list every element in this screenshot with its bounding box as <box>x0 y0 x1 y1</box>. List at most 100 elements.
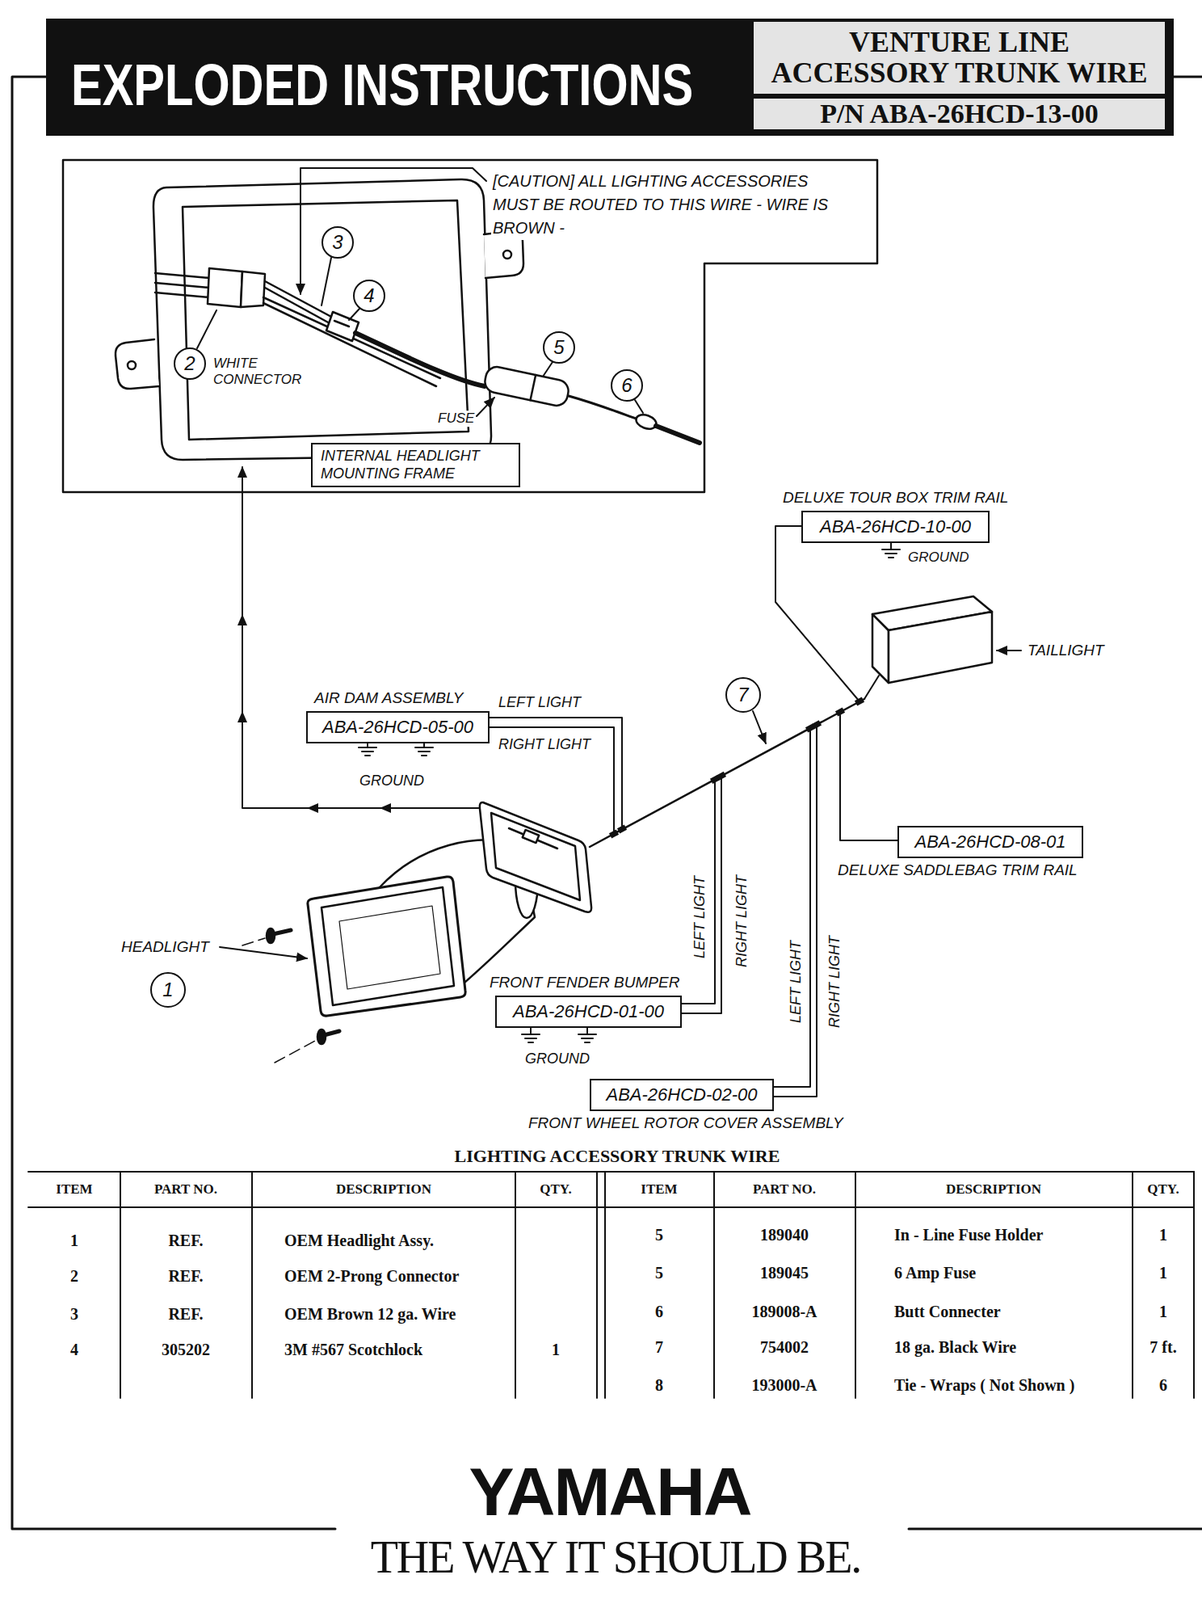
callout-circle: 5 <box>542 331 576 364</box>
callout-circle: 1 <box>150 971 186 1008</box>
callout-circle: 4 <box>353 279 386 312</box>
table-header: QTY. <box>1145 1180 1181 1198</box>
table-cell: 7 ft. <box>1147 1337 1178 1357</box>
table-cell: OEM Brown 12 ga. Wire <box>282 1304 458 1324</box>
trunk-wire <box>589 697 865 847</box>
callout-circle: 7 <box>725 676 761 713</box>
table-cell: 6 <box>1157 1375 1169 1395</box>
part-number: ABA-26HCD-01-00 <box>512 1000 665 1022</box>
part-label: TAILLIGHT <box>1025 641 1106 660</box>
table-cell: OEM Headlight Assy. <box>282 1231 436 1250</box>
ground-label: GROUND <box>357 772 426 790</box>
caution-note: [CAUTION] ALL LIGHTING ACCESSORIES MUST … <box>491 169 834 240</box>
note-box: INTERNAL HEADLIGHT MOUNTING FRAME <box>311 442 521 488</box>
parts-table <box>28 1171 1194 1398</box>
taillight <box>872 596 992 683</box>
table-cell: 5 <box>653 1263 665 1282</box>
table-cell: 1 <box>1157 1263 1169 1282</box>
table-header: PART NO. <box>152 1180 219 1198</box>
wire-label: LEFT LIGHT <box>496 693 583 711</box>
title-box: VENTURE LINE ACCESSORY TRUNK WIRE <box>752 20 1167 96</box>
part-heading: DELUXE TOUR BOX TRIM RAIL <box>781 488 1010 508</box>
table-cell: 3M #567 Scotchlock <box>282 1340 425 1359</box>
part-number-box: ABA-26HCD-02-00FRONT WHEEL ROTOR COVER A… <box>589 1078 774 1111</box>
table-header: DESCRIPTION <box>944 1180 1043 1198</box>
table-cell: In - Line Fuse Holder <box>892 1225 1045 1245</box>
page-title: EXPLODED INSTRUCTIONS <box>71 50 694 118</box>
ground-symbols <box>358 542 900 1043</box>
part-number-box: ABA-26HCD-08-01DELUXE SADDLEBAG TRIM RAI… <box>897 825 1084 858</box>
table-cell: 4 <box>68 1340 80 1359</box>
callout-circle: 6 <box>610 369 644 402</box>
callout-circle: 2 <box>173 347 206 380</box>
callout-number: 7 <box>737 685 749 705</box>
inset-frame <box>63 159 878 492</box>
table-header: DESCRIPTION <box>334 1180 433 1198</box>
wire-label: RIGHT LIGHT <box>826 933 844 1030</box>
part-label: FUSE <box>436 410 476 427</box>
table-cell: 189040 <box>758 1225 811 1245</box>
table-cell: Butt Connecter <box>892 1302 1003 1321</box>
title-box: P/N ABA-26HCD-13-00 <box>752 96 1167 131</box>
mounting-bracket <box>479 802 592 913</box>
page-frame <box>12 76 1202 1529</box>
slogan: THE WAY IT SHOULD BE. <box>369 1534 863 1580</box>
table-header: QTY. <box>537 1180 574 1198</box>
wire-label: LEFT LIGHT <box>787 938 805 1025</box>
part-number: ABA-26HCD-05-00 <box>322 716 474 738</box>
table-header: ITEM <box>638 1180 679 1198</box>
table-cell: 18 ga. Black Wire <box>892 1337 1018 1357</box>
wire-label: LEFT LIGHT <box>691 874 709 960</box>
ground-label: GROUND <box>906 549 971 566</box>
callout-number: 6 <box>621 375 632 396</box>
callout-number: 4 <box>363 285 375 306</box>
table-cell: 1 <box>68 1231 80 1250</box>
table-cell: 189045 <box>758 1263 811 1282</box>
table-cell: Tie - Wraps ( Not Shown ) <box>892 1375 1076 1395</box>
brand-logo: YAMAHA <box>467 1457 753 1526</box>
wire-label: RIGHT LIGHT <box>733 873 751 969</box>
table-cell: OEM 2-Prong Connector <box>282 1266 461 1286</box>
table-cell: 1 <box>550 1340 562 1359</box>
table-cell: 1 <box>1157 1302 1169 1321</box>
table-header: PART NO. <box>751 1180 818 1198</box>
wire-label: RIGHT LIGHT <box>496 735 593 753</box>
part-label: HEADLIGHT <box>119 937 211 956</box>
table-cell: 189008-A <box>749 1302 819 1321</box>
table-cell: 6 Amp Fuse <box>892 1263 978 1282</box>
callout-number: 1 <box>162 979 173 1000</box>
part-heading: AIR DAM ASSEMBLY <box>312 689 465 708</box>
table-cell: REF. <box>166 1266 205 1286</box>
connector-label: WHITE CONNECTOR <box>211 355 312 389</box>
part-heading: FRONT WHEEL ROTOR COVER ASSEMBLY <box>526 1113 845 1133</box>
table-header: ITEM <box>54 1180 94 1198</box>
part-heading: DELUXE SADDLEBAG TRIM RAIL <box>836 861 1080 880</box>
table-cell: 193000-A <box>749 1375 819 1395</box>
part-number-box: DELUXE TOUR BOX TRIM RAILABA-26HCD-10-00 <box>801 510 990 543</box>
box-text: INTERNAL HEADLIGHT MOUNTING FRAME <box>320 447 511 483</box>
header-band <box>46 18 1174 136</box>
part-number: ABA-26HCD-08-01 <box>914 831 1066 853</box>
routing-arrows <box>237 466 480 813</box>
part-heading: FRONT FENDER BUMPER <box>487 973 681 992</box>
callout-circle: 3 <box>321 226 354 259</box>
callout-number: 5 <box>553 337 564 358</box>
table-cell: 3 <box>68 1304 80 1324</box>
callout-number: 2 <box>184 353 195 374</box>
part-number-box: AIR DAM ASSEMBLYABA-26HCD-05-00 <box>306 710 490 744</box>
part-number: ABA-26HCD-10-00 <box>819 516 971 538</box>
ground-label: GROUND <box>523 1050 592 1068</box>
table-cell: 6 <box>653 1302 665 1321</box>
table-cell: 2 <box>68 1266 80 1286</box>
table-cell: 8 <box>653 1375 665 1395</box>
table-title: LIGHTING ACCESSORY TRUNK WIRE <box>453 1145 782 1166</box>
table-cell: 7 <box>653 1337 665 1357</box>
table-cell: REF. <box>166 1304 205 1324</box>
accessory-wires <box>489 525 898 1097</box>
box-text: VENTURE LINE ACCESSORY TRUNK WIRE <box>762 27 1156 89</box>
table-cell: REF. <box>166 1231 205 1250</box>
part-number: ABA-26HCD-02-00 <box>605 1084 757 1106</box>
